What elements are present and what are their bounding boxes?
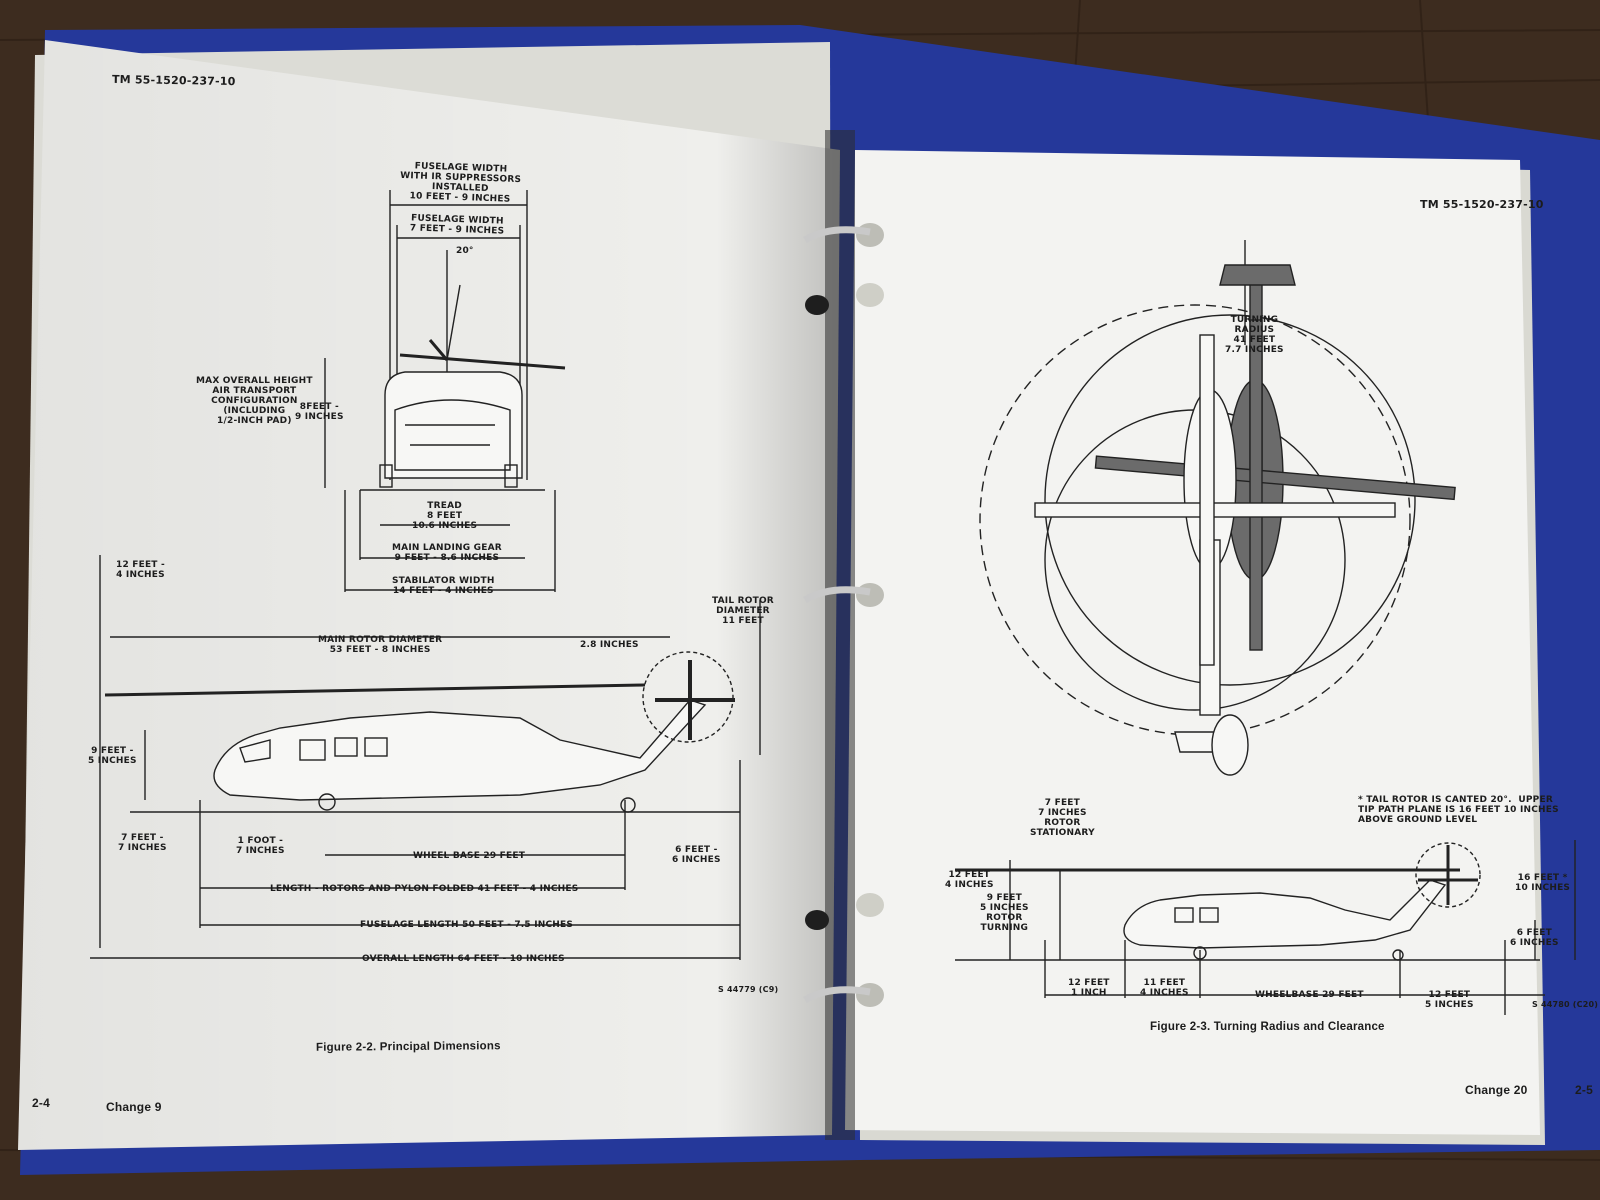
left-page-number: 2-4	[32, 1096, 50, 1110]
label-angle-20: 20°	[456, 246, 474, 256]
label-fuselage-width: FUSELAGE WIDTH 7 FEET - 9 INCHES	[409, 213, 505, 237]
label-wheelbase: WHEELBASE 29 FEET	[1255, 990, 1364, 1000]
label-tail-rotor-note: * TAIL ROTOR IS CANTED 20°. UPPER TIP PA…	[1358, 795, 1559, 825]
label-wheel-base: WHEEL BASE 29 FEET	[413, 851, 526, 861]
label-rotor-stationary: 7 FEET 7 INCHES ROTOR STATIONARY	[1030, 798, 1095, 838]
label-stabilator-width: STABILATOR WIDTH 14 FEET - 4 INCHES	[392, 576, 495, 596]
label-height-12-4: 12 FEET - 4 INCHES	[116, 560, 165, 580]
label-right-height-6-6: 6 FEET 6 INCHES	[1510, 928, 1559, 948]
left-drawing-number: S 44779 (C9)	[718, 985, 779, 994]
gutter-shadow	[825, 130, 855, 1140]
label-main-landing-gear: MAIN LANDING GEAR 9 FEET - 8.6 INCHES	[392, 543, 502, 563]
label-overall-length: OVERALL LENGTH 64 FEET - 10 INCHES	[362, 954, 565, 964]
label-max-height-value: 8FEET - 9 INCHES	[295, 402, 344, 422]
side-view-helicopter	[90, 555, 761, 960]
label-right-height-12-4: 12 FEET 4 INCHES	[945, 870, 994, 890]
turning-radius-diagram	[979, 240, 1456, 776]
label-height-9-5: 9 FEET - 5 INCHES	[88, 746, 137, 766]
label-max-height: MAX OVERALL HEIGHT AIR TRANSPORT CONFIGU…	[196, 376, 313, 426]
label-tail-rotor-diameter: TAIL ROTOR DIAMETER 11 FEET	[712, 596, 774, 626]
label-tread: TREAD 8 FEET 10.6 INCHES	[412, 501, 478, 531]
label-one-foot-7: 1 FOOT - 7 INCHES	[236, 836, 285, 856]
label-len-12-5: 12 FEET 5 INCHES	[1425, 990, 1474, 1010]
front-view-helicopter	[324, 190, 566, 592]
label-turning-radius: TURNING RADIUS 41 FEET 7.7 INCHES	[1225, 315, 1284, 355]
left-page-header: TM 55-1520-237-10	[111, 72, 236, 89]
label-main-rotor-diameter: MAIN ROTOR DIAMETER 53 FEET - 8 INCHES	[318, 635, 443, 655]
label-len-11-4: 11 FEET 4 INCHES	[1140, 978, 1189, 998]
label-len-12-1: 12 FEET 1 INCH	[1068, 978, 1110, 998]
left-figure-caption: Figure 2-2. Principal Dimensions	[315, 1040, 501, 1054]
label-clearance-2-8: 2.8 INCHES	[580, 640, 639, 650]
label-height-7-7: 7 FEET - 7 INCHES	[118, 833, 167, 853]
right-change-label: Change 20	[1465, 1083, 1528, 1097]
binder-rings	[803, 223, 884, 1007]
label-fuselage-length: FUSELAGE LENGTH 50 FEET - 7.5 INCHES	[360, 920, 574, 930]
label-length-folded: LENGTH - ROTORS AND PYLON FOLDED 41 FEET…	[270, 884, 579, 894]
left-change-label: Change 9	[106, 1100, 162, 1114]
right-page-number: 2-5	[1575, 1083, 1593, 1097]
right-figure-caption: Figure 2-3. Turning Radius and Clearance	[1150, 1021, 1385, 1033]
label-right-height-16-10: 16 FEET * 10 INCHES	[1515, 873, 1571, 893]
label-rotor-turning: 9 FEET 5 INCHES ROTOR TURNING	[980, 893, 1029, 933]
right-drawing-number: S 44780 (C20)	[1532, 1000, 1599, 1009]
right-page	[845, 150, 1540, 1135]
label-height-6-6: 6 FEET - 6 INCHES	[672, 845, 721, 865]
label-fuselage-width-ir: FUSELAGE WIDTH WITH IR SUPPRESSORS INSTA…	[400, 161, 522, 205]
right-side-view-helicopter	[955, 840, 1576, 1015]
right-page-header: TM 55-1520-237-10	[1420, 198, 1544, 211]
